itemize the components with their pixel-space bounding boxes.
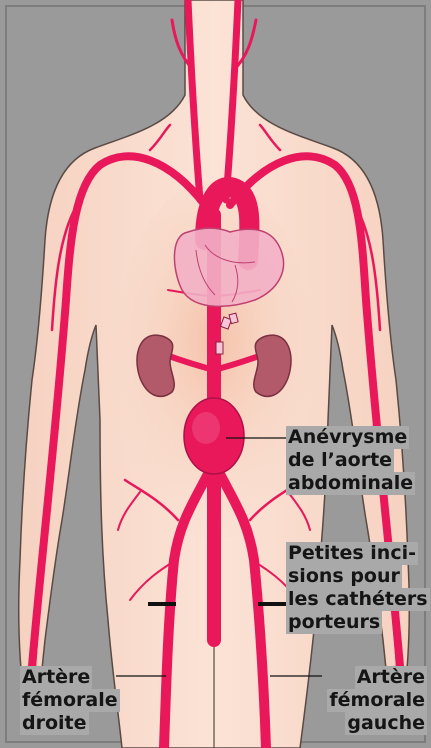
label-aneurysm-line-3: abdominale: [286, 472, 415, 495]
aneurysm: [184, 398, 244, 474]
label-right-femoral-line-3: droite: [20, 712, 89, 735]
label-aneurysm: Anévrysme de l’aorte abdominale: [286, 426, 415, 495]
label-right-femoral-line-1: Artère: [20, 666, 92, 689]
label-right-femoral: Artère fémorale droite: [20, 666, 120, 735]
label-left-femoral-line-2: fémorale: [327, 689, 427, 712]
label-aneurysm-line-2: de l’aorte: [286, 449, 394, 472]
label-incisions-line-4: porteurs: [286, 611, 382, 634]
label-left-femoral-line-3: gauche: [345, 712, 427, 735]
label-incisions: Petites inci- sions pour les cathéters p…: [286, 542, 430, 634]
label-left-femoral: Artère fémorale gauche: [327, 666, 427, 735]
label-incisions-line-1: Petites inci-: [286, 542, 418, 565]
label-incisions-line-2: sions pour: [286, 565, 402, 588]
label-incisions-line-3: les cathéters: [286, 588, 430, 611]
label-left-femoral-line-1: Artère: [355, 666, 427, 689]
label-aneurysm-line-1: Anévrysme: [286, 426, 409, 449]
label-right-femoral-line-2: fémorale: [20, 689, 120, 712]
